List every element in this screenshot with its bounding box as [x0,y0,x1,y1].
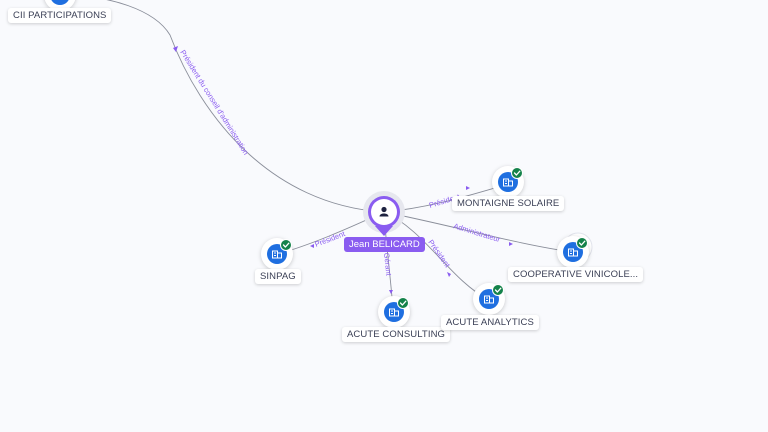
arrow-cooperative [509,242,513,246]
building-icon [272,250,282,259]
company-node-montaigne[interactable] [492,166,524,198]
verified-check-icon [511,167,523,179]
edge-label-analytics: Président [426,238,452,270]
edge-cii [105,0,385,213]
person-icon [379,206,389,217]
arrow-montaigne [466,186,470,190]
company-label-montaigne[interactable]: MONTAIGNE SOLAIRE [452,196,565,211]
node-core [51,0,69,5]
edge-label-cooperative: Administrateur [452,221,501,244]
edges [105,0,574,311]
company-label-analytics[interactable]: ACUTE ANALYTICS [441,315,539,330]
person-pin-tip [375,226,393,236]
arrow-sinpag [310,244,314,248]
company-node-sinpag[interactable] [261,238,293,270]
arrow-cii [173,46,178,52]
edge-arrows [173,46,513,294]
company-label-consulting[interactable]: ACUTE CONSULTING [342,327,451,342]
company-label-sinpag[interactable]: SINPAG [255,269,301,284]
arrow-consulting [389,290,393,294]
edge-cooperative [383,211,574,253]
company-node-cooperative[interactable] [557,232,593,268]
arrow-analytics [447,272,451,277]
company-label-cooperative[interactable]: COOPERATIVE VINICOLE... [508,267,644,282]
building-icon [484,295,494,304]
edge-label-cii: Président du conseil d'administration [178,48,250,156]
building-icon [503,178,513,187]
company-label-cii[interactable]: CII PARTICIPATIONS [8,8,112,23]
edge-label-consulting: Gérant [382,252,393,277]
company-node-analytics[interactable] [473,283,505,315]
verified-check-icon [280,239,292,251]
verified-check-icon [397,297,409,309]
building-icon [568,248,578,257]
person-label[interactable]: Jean BELICARD [344,237,425,252]
edge-label-sinpag: Président [313,229,347,249]
company-node-consulting[interactable] [378,296,410,328]
verified-check-icon [492,284,504,296]
company-nodes [44,0,593,328]
edge-labels: Président du conseil d'administration Pr… [178,48,501,277]
building-icon [389,308,399,317]
person-node[interactable] [363,191,405,236]
verified-check-icon [576,237,588,249]
